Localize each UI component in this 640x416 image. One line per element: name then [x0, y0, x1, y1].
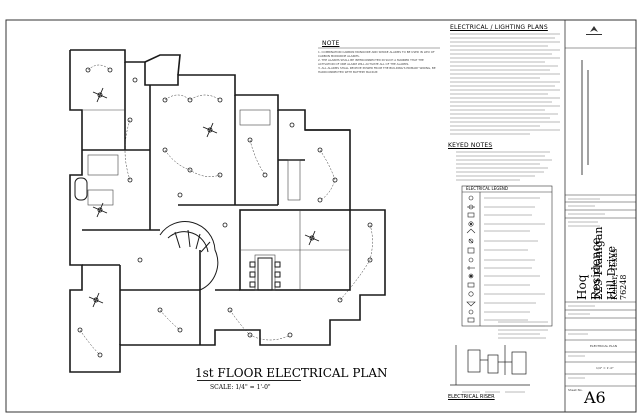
project-city: Keller, Texas 76248	[610, 248, 628, 300]
note-item: 3. ALL ALARMS SHALL RECEIVE POWER FROM T…	[318, 66, 436, 74]
riser-title: ELECTRICAL RISER	[448, 394, 495, 400]
spiral-stair	[159, 221, 219, 291]
dining-table	[249, 257, 281, 291]
note-list: 1. COMBINATION CARBON MONOXIDE AND SMOKE…	[318, 50, 438, 74]
floor-plan-walls	[69, 49, 386, 373]
sheet-label: Sheet No.	[568, 388, 583, 392]
plan-title-underline	[197, 380, 301, 381]
legend-heading: ELECTRICAL LEGEND	[466, 186, 508, 191]
keyed-notes-lines	[456, 151, 552, 181]
light-fixtures	[77, 67, 373, 358]
legend-text-lines	[484, 197, 545, 321]
sheet-title: ELECTRICAL PLAN	[590, 344, 617, 348]
sheet-number: A6	[584, 388, 606, 407]
plan-title: 1st FLOOR ELECTRICAL PLAN	[195, 366, 388, 380]
plan-scale: SCALE: 1/4" = 1'-0"	[210, 384, 271, 391]
ceiling-fans	[88, 87, 320, 308]
firm-logo	[586, 26, 602, 35]
wiring-runs	[79, 64, 373, 356]
bathtub	[74, 177, 88, 201]
note-item: 2. THE ALARMS SHALL BE INTERCONNECTED IN…	[318, 58, 424, 66]
note-heading: NOTE	[322, 40, 340, 47]
keyed-notes-heading: KEYED NOTES	[448, 142, 493, 149]
title-block-grid	[565, 47, 636, 387]
sheet-scale: 1/4" = 1'-0"	[596, 366, 614, 370]
note-item: 1. COMBINATION CARBON MONOXIDE AND SMOKE…	[318, 50, 435, 58]
electrical-riser	[450, 345, 530, 386]
legend-symbols	[466, 195, 476, 323]
electrical-notes-heading: ELECTRICAL / LIGHTING PLANS	[450, 24, 548, 31]
electrical-notes-lines	[450, 33, 560, 135]
